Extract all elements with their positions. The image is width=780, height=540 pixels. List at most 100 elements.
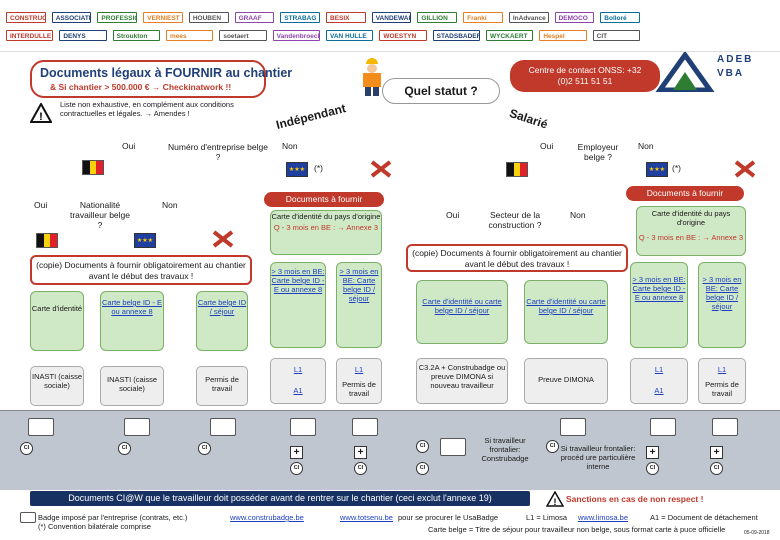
nationalite-question: Nationalité travailleur belge ?: [69, 200, 130, 230]
red-cross-icon: [370, 160, 392, 178]
plus-icon: +: [290, 446, 303, 459]
footer-date: 05-09-2018: [744, 530, 770, 536]
secteur-question: Secteur de la construction ?: [488, 210, 542, 230]
middle-l1-box: L1 A1: [270, 358, 326, 404]
totsenu-link[interactable]: www.totsenu.be: [340, 513, 393, 522]
partner-logo: Hespel: [539, 30, 587, 41]
id-card-icon: [712, 418, 738, 436]
right-permis: Permis de travail: [705, 380, 739, 398]
red-cross-icon: [734, 160, 756, 178]
eu-flag-icon: ★★★: [646, 162, 668, 177]
page-subtitle: & Si chantier > 500.000 € → Checkinatwor…: [50, 82, 232, 92]
footer-convention: (*) Convention bilatérale comprise: [38, 522, 151, 531]
right-non-2: Non: [570, 210, 586, 220]
inasti-box-2: INASTI (caisse sociale): [100, 366, 164, 406]
limosa-text: L1 = Limosa: [526, 513, 568, 522]
ciaw-ribbon: Documents CI@W que le travailleur doit p…: [30, 491, 530, 506]
partner-logo: DEMOCO: [554, 12, 595, 23]
partner-logo: ASSOCIATION: [51, 12, 92, 23]
onss-contact-box: Centre de contact ONSS: +32 (0)2 511 51 …: [510, 60, 660, 92]
left-oui-2: Oui: [34, 200, 48, 210]
badge-circle-icon: CI: [416, 462, 429, 475]
middle-q3mois: Q - 3 mois en BE : → Annexe 3: [273, 223, 379, 232]
middle-a1[interactable]: A1: [293, 386, 303, 395]
right-l1[interactable]: L1: [654, 365, 664, 374]
badge-circle-icon: CI: [546, 440, 559, 453]
badge-circle-icon: CI: [290, 462, 303, 475]
permis-label: Permis de travail: [205, 375, 239, 393]
plus-icon: +: [710, 446, 723, 459]
middle-star: (*): [314, 163, 323, 173]
footer-badge: Badge imposé par l'entreprise (contrats,…: [38, 513, 188, 522]
right-docs-bar: Documents à fournir: [626, 186, 744, 201]
plus-icon: +: [354, 446, 367, 459]
id-card-icon: [210, 418, 236, 436]
dimona-box: Preuve DIMONA: [524, 358, 608, 404]
adeb-title: ADEB: [717, 54, 754, 65]
partner-logo: GILLION: [417, 12, 458, 23]
inasti-box: INASTI (caisse sociale): [30, 366, 84, 406]
right-oui-2: Oui: [446, 210, 460, 220]
id-card-icon: [290, 418, 316, 436]
right-carte-id[interactable]: Carte d'identité ou carte belge ID / séj…: [422, 297, 502, 315]
partner-logo: mees: [166, 30, 214, 41]
partner-logo: STADSBADER: [432, 30, 480, 41]
right-carte-id-2[interactable]: Carte d'identité ou carte belge ID / séj…: [526, 297, 606, 315]
partner-logo: VANDEWALLE: [371, 12, 412, 23]
right-gt3a[interactable]: > 3 mois en BE: Carte belge ID - E ou an…: [632, 275, 686, 302]
right-carte-pays: Carte d'identité du pays d'origine: [651, 209, 731, 227]
worker-figure-icon: [360, 58, 382, 96]
middle-docs-bar: Documents à fournir: [264, 192, 384, 207]
ciaw-ribbon-text: Documents CI@W que le travailleur doit p…: [68, 493, 492, 503]
right-gt3a-box: > 3 mois en BE: Carte belge ID - E ou an…: [630, 262, 688, 348]
badge-circle-icon: CI: [198, 442, 211, 455]
cartebelge-text: Carte belge = Titre de séjour pour trava…: [428, 525, 726, 534]
carte-belge-box: Carte belge ID - E ou annexe 8: [100, 291, 164, 351]
right-a1[interactable]: A1: [654, 386, 664, 395]
carte-identite-label: Carte d'identité: [31, 304, 83, 313]
id-card-icon: [20, 512, 36, 523]
middle-carte-pays-box: Carte d'identité du pays d'origine Q - 3…: [270, 210, 382, 255]
right-gt3b[interactable]: > 3 mois en BE: Carte belge ID / séjour: [702, 275, 742, 311]
left-copie-box: (copie) Documents à fournir obligatoirem…: [30, 255, 252, 285]
permis-box: Permis de travail: [196, 366, 248, 406]
statut-question: Quel statut ?: [404, 84, 478, 98]
construbadge-link[interactable]: www.construbadge.be: [230, 513, 304, 522]
badge-circle-icon: CI: [20, 442, 33, 455]
c32a-label: C3.2A + Construbadge ou preuve DIMONA si…: [418, 363, 506, 390]
middle-l1[interactable]: L1: [293, 365, 303, 374]
right-l1b[interactable]: L1: [717, 365, 727, 374]
middle-carte-pays: Carte d'identité du pays d'origine: [271, 212, 381, 221]
dimona-label: Preuve DIMONA: [538, 375, 594, 384]
frontalier-text: Si travailleur frontalier: Construbadge: [481, 436, 529, 463]
right-gt3b-box: > 3 mois en BE: Carte belge ID / séjour: [698, 262, 746, 348]
carte-sejour-label[interactable]: Carte belge ID / séjour: [197, 298, 247, 316]
eu-flag-icon: ★★★: [134, 233, 156, 248]
carte-belge-label[interactable]: Carte belge ID - E ou annexe 8: [101, 298, 163, 316]
totsenu-text: pour se procurer le UsaBadge: [398, 513, 499, 522]
partner-logo: VAN HULLE: [326, 30, 374, 41]
middle-l1b[interactable]: L1: [354, 365, 364, 374]
middle-gt3a-box: > 3 mois en BE: Carte belge ID - E ou an…: [270, 262, 326, 348]
partner-logo: HOUBEN: [188, 12, 229, 23]
middle-gt3b[interactable]: > 3 mois en BE: Carte belge ID / séjour: [339, 267, 379, 303]
middle-gt3a[interactable]: > 3 mois en BE: Carte belge ID - E ou an…: [271, 267, 325, 294]
right-copie-text: (copie) Documents à fournir obligatoirem…: [412, 248, 622, 269]
left-copie-text: (copie) Documents à fournir obligatoirem…: [36, 260, 246, 281]
adeb-logo-icon: [655, 52, 715, 92]
partner-logo: STRABAG: [280, 12, 320, 23]
page-title: Documents légaux à FOURNIR au chantier: [40, 66, 293, 80]
partner-logo: WOESTYN: [379, 30, 427, 41]
id-card-icon: [440, 438, 466, 456]
partner-logo: Bolloré: [600, 12, 640, 23]
middle-gt3b-box: > 3 mois en BE: Carte belge ID / séjour: [336, 262, 382, 348]
badge-circle-icon: CI: [416, 440, 429, 453]
partner-logo: InAdvance: [508, 12, 549, 23]
right-l1b-box: L1 Permis de travail: [698, 358, 746, 404]
adeb-sub: VBA: [717, 68, 745, 79]
partner-logo: INTERDULLE: [6, 30, 54, 41]
svg-text:!: !: [39, 111, 43, 123]
limosa-link[interactable]: www.limosa.be: [578, 513, 629, 522]
left-oui: Oui: [122, 141, 136, 151]
badge-circle-icon: CI: [710, 462, 723, 475]
